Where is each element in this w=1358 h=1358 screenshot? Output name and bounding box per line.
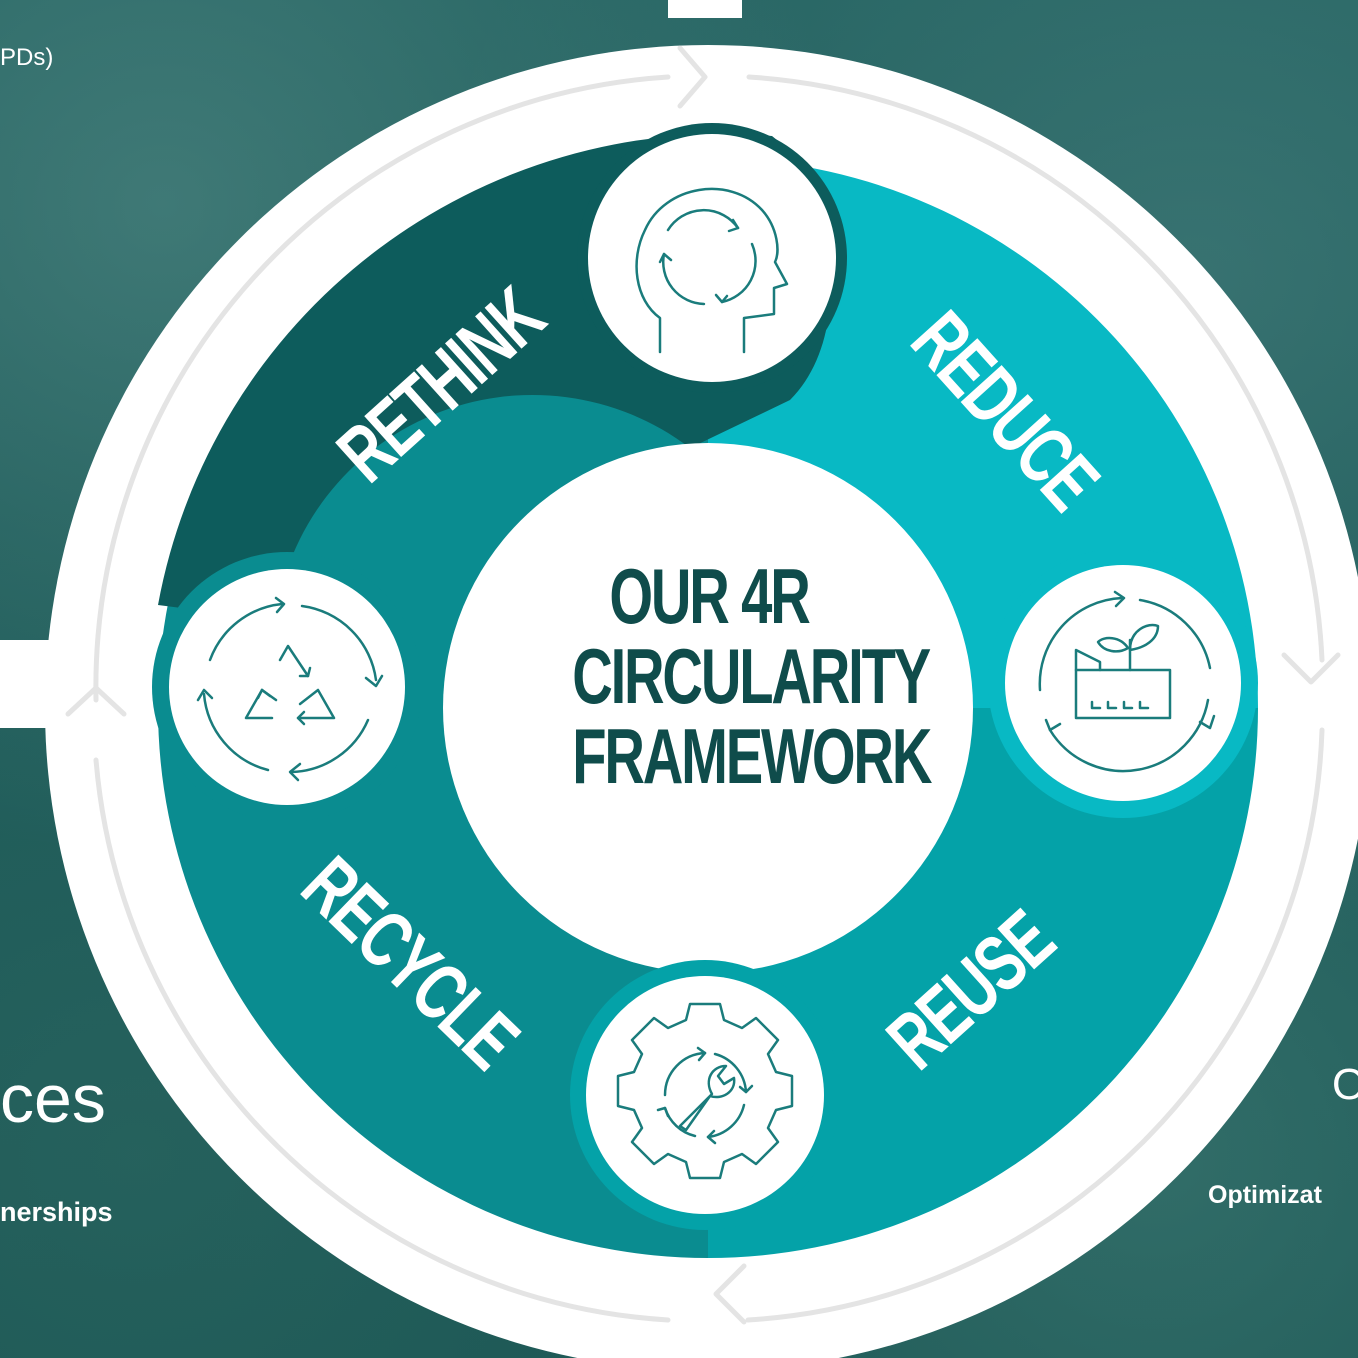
- framework-title: OUR 4R CIRCULARITY FRAMEWORK: [519, 552, 932, 800]
- center-circle: [443, 443, 973, 973]
- reduce-icon-disc: [988, 548, 1258, 818]
- head-cycle-icon: [635, 187, 789, 354]
- arrow-head-left: [65, 685, 127, 717]
- title-line-1: OUR 4R: [609, 552, 810, 640]
- arrow-head-right: [1281, 652, 1341, 685]
- title-line-3: FRAMEWORK: [572, 712, 932, 800]
- arrow-head-bottom: [713, 1263, 747, 1325]
- segment-reuse: [708, 708, 1258, 1258]
- rethink-icon-disc: [577, 123, 847, 393]
- bg-subtext-left: nerships: [0, 1197, 113, 1227]
- gear-wrench-icon: [616, 1002, 794, 1180]
- recycle-triangle-icon: [196, 596, 384, 782]
- title-line-2: CIRCULARITY: [572, 632, 931, 720]
- white-connector-top: [668, 0, 742, 18]
- bg-heading-right: O: [1332, 1060, 1358, 1109]
- arrow-head-top: [677, 45, 708, 109]
- bg-text-top-left: PDs): [0, 44, 54, 71]
- reuse-icon-disc: [570, 960, 840, 1230]
- bg-heading-left: ces: [0, 1061, 106, 1137]
- factory-plant-icon: [1038, 590, 1216, 773]
- bg-subtext-right: Optimizat: [1208, 1181, 1322, 1209]
- recycle-icon-disc: [152, 552, 422, 822]
- cycle-arrow-ring: [93, 74, 1325, 1323]
